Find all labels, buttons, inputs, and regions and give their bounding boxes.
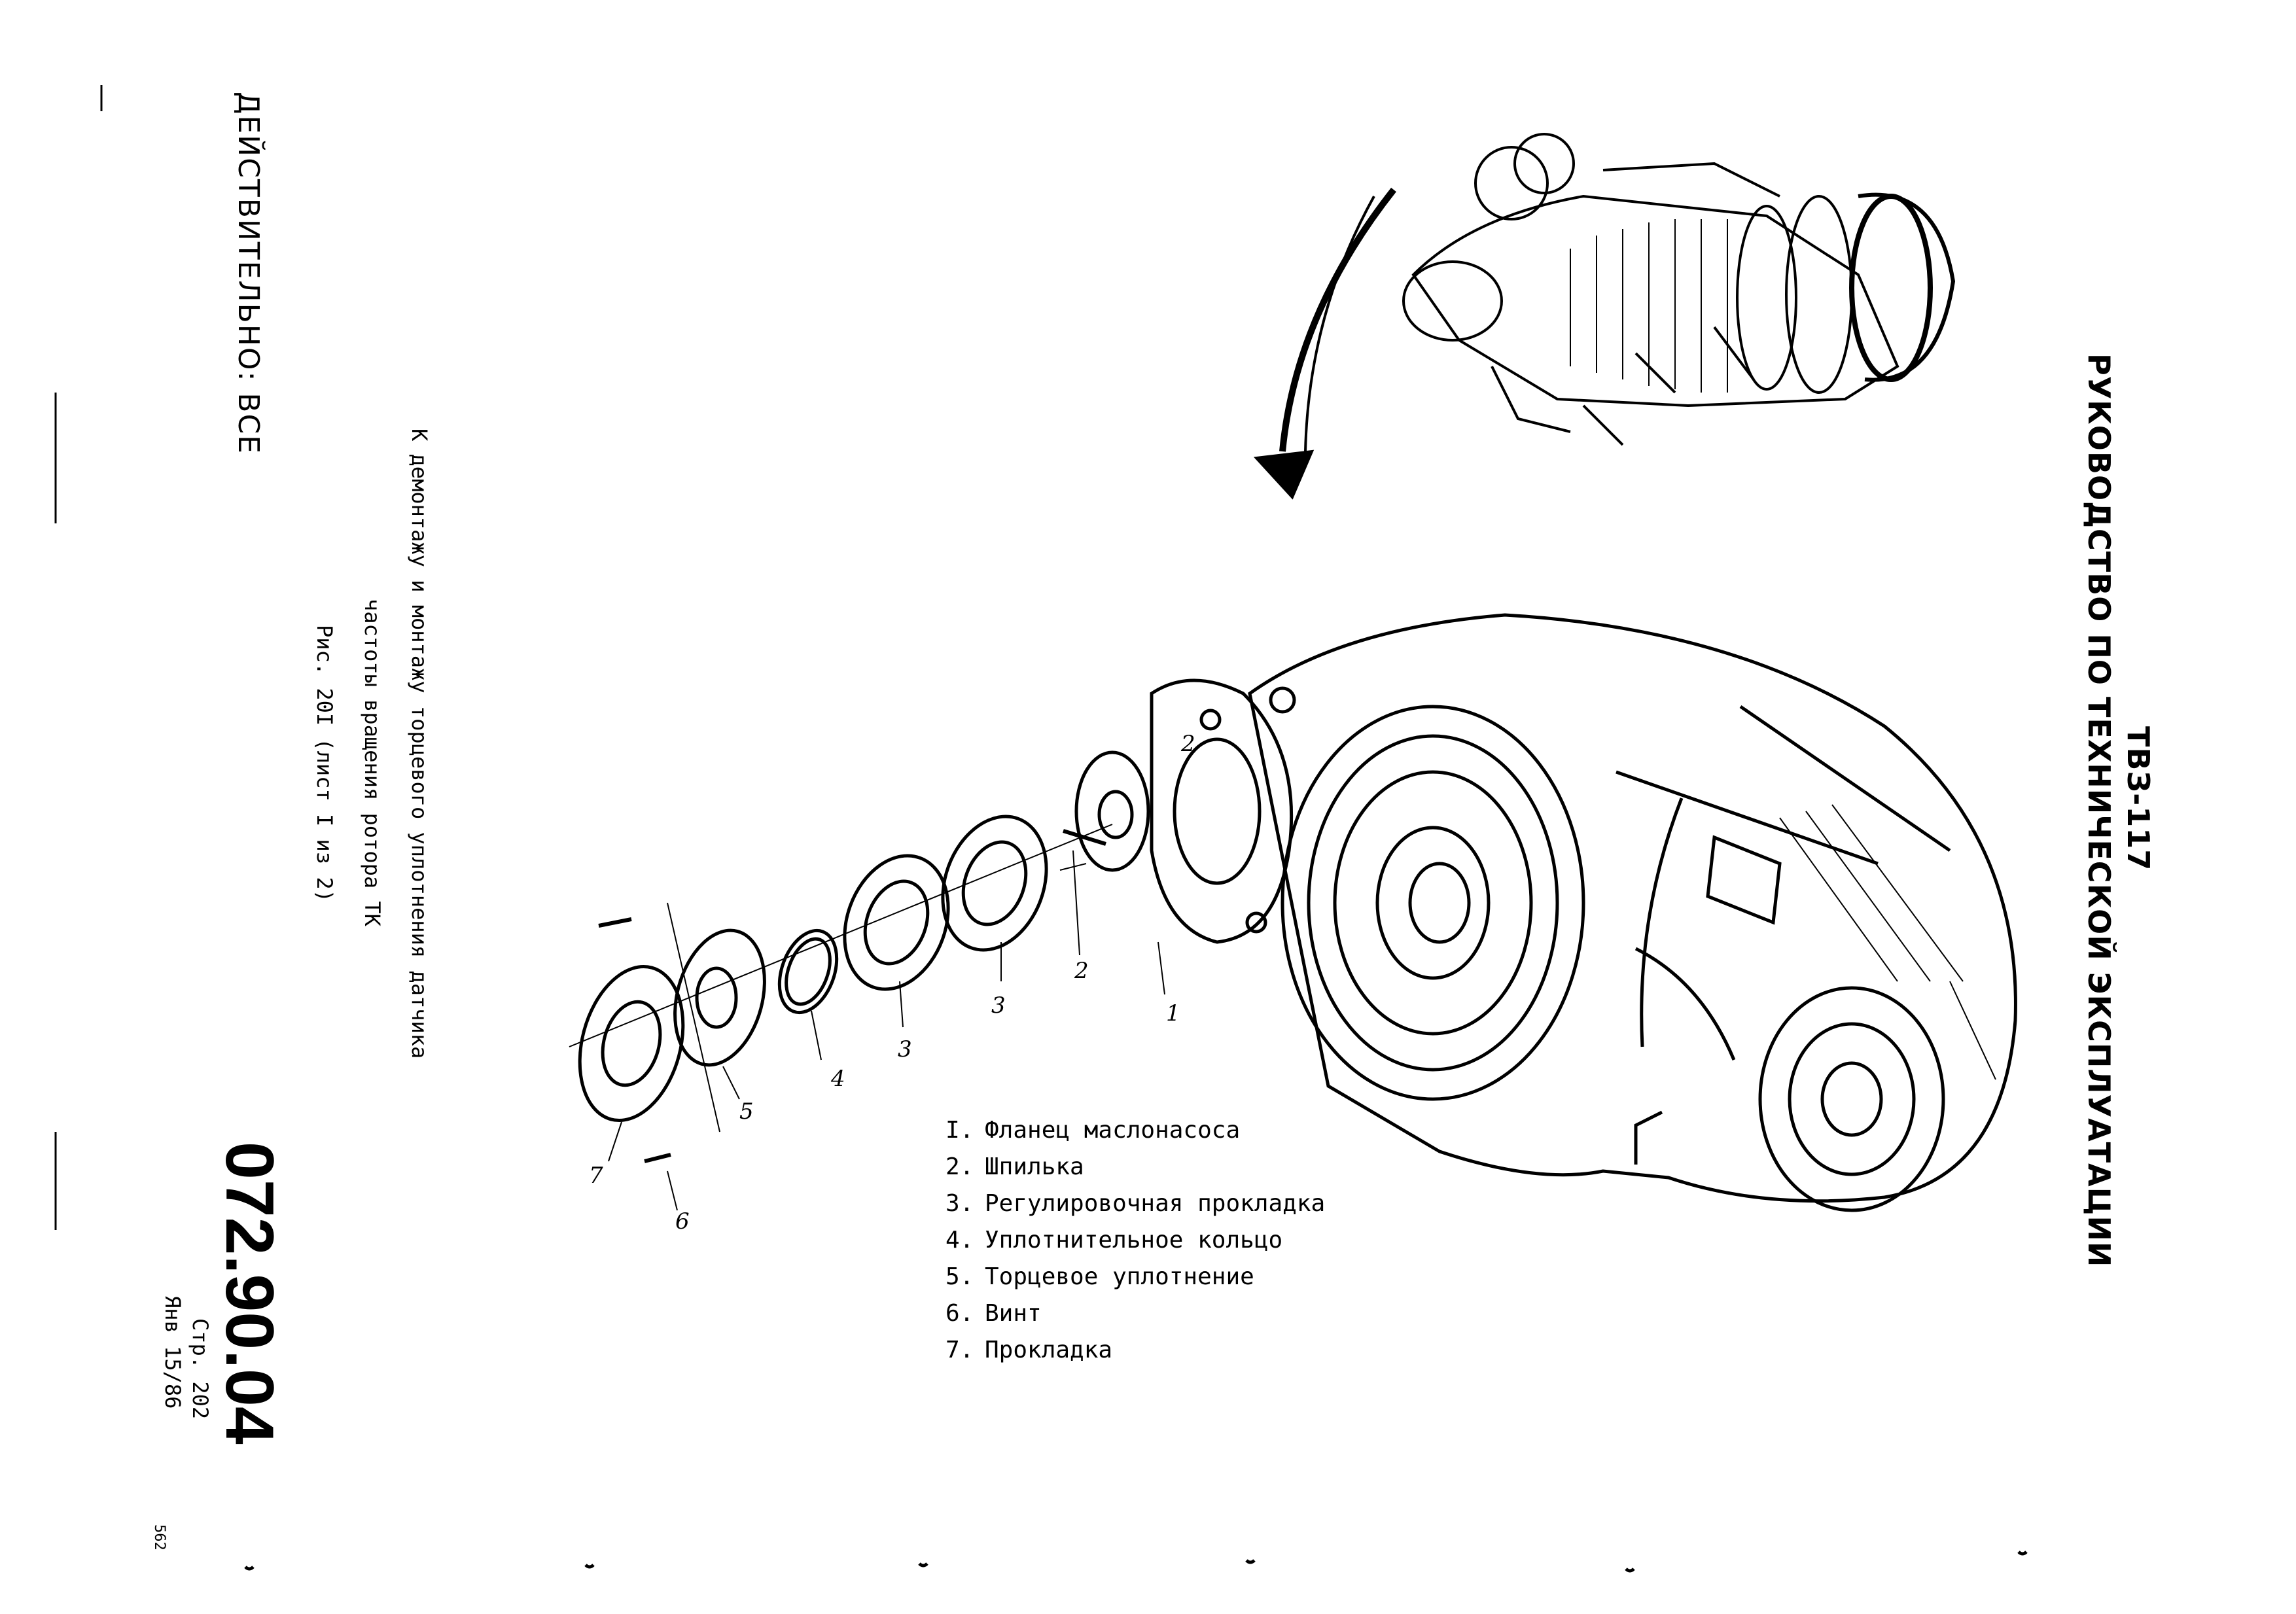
legend-text: Регулировочная прокладка bbox=[985, 1190, 1326, 1217]
legend-item: 7. Прокладка bbox=[945, 1332, 1325, 1369]
callout-2: 2 bbox=[1074, 958, 1089, 984]
callout-3-right: 3 bbox=[991, 992, 1006, 1019]
legend-text: Винт bbox=[985, 1300, 1042, 1327]
callout-5: 5 bbox=[739, 1098, 754, 1125]
margin-marks bbox=[54, 85, 103, 1230]
legend-item: 6. Винт bbox=[945, 1295, 1325, 1332]
legend-number: 5. bbox=[945, 1263, 974, 1290]
callout-7: 7 bbox=[589, 1163, 603, 1189]
legend-item: 2. Шпилька bbox=[945, 1149, 1325, 1185]
legend-text: Прокладка bbox=[985, 1337, 1113, 1363]
callout-3-left: 3 bbox=[898, 1036, 912, 1062]
callout-2-upper: 2 bbox=[1180, 731, 1195, 757]
bottom-punch-marks bbox=[244, 1551, 2028, 1573]
legend-text: Шпилька bbox=[985, 1153, 1084, 1180]
legend-item: I. Фланец маслонасоса bbox=[945, 1112, 1325, 1149]
legend-text: Уплотнительное кольцо bbox=[985, 1227, 1283, 1254]
legend-text: Фланец маслонасоса bbox=[985, 1117, 1241, 1144]
legend-item: 3. Регулировочная прокладка bbox=[945, 1185, 1325, 1222]
parts-legend: I. Фланец маслонасоса 2. Шпилька 3. Регулир… bbox=[945, 1112, 1325, 1369]
legend-number: 6. bbox=[945, 1300, 974, 1327]
engine-overview-illustration bbox=[1253, 133, 1956, 500]
legend-item: 4. Уплотнительное кольцо bbox=[945, 1222, 1325, 1259]
exploded-parts-illustration bbox=[569, 815, 1165, 1211]
legend-number: 4. bbox=[945, 1227, 974, 1254]
legend-number: 3. bbox=[945, 1190, 974, 1217]
callout-1: 1 bbox=[1166, 1000, 1180, 1026]
gearbox-housing-illustration bbox=[1074, 613, 2017, 1212]
legend-text: Торцевое уплотнение bbox=[985, 1263, 1254, 1290]
callout-6: 6 bbox=[675, 1208, 690, 1235]
legend-item: 5. Торцевое уплотнение bbox=[945, 1259, 1325, 1295]
legend-number: 7. bbox=[945, 1337, 974, 1363]
callout-4: 4 bbox=[830, 1066, 845, 1092]
legend-number: I. bbox=[945, 1117, 974, 1144]
legend-number: 2. bbox=[945, 1153, 974, 1180]
